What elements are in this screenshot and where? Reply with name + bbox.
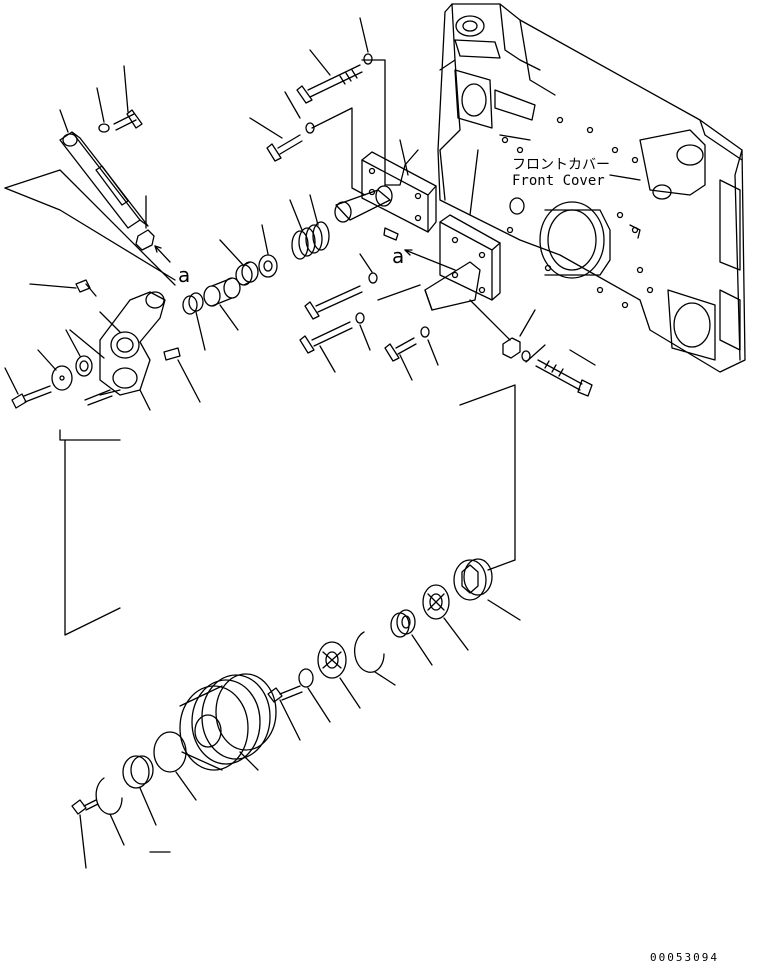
needle-bearing-1 <box>235 261 259 286</box>
adjust-link-plate <box>59 131 149 229</box>
pulley-cap-bolt <box>71 799 99 815</box>
pulley-bearing-1 <box>422 584 450 620</box>
reference-mark-a-2: a <box>178 263 190 287</box>
pulley-thrust-washer <box>298 668 314 688</box>
tension-spring <box>291 221 330 260</box>
front-cover <box>437 3 746 373</box>
front-cover-label-en: Front Cover <box>512 173 605 189</box>
snap-ring-2 <box>95 777 123 815</box>
grease-fitting <box>75 279 97 297</box>
washer-arm <box>98 123 110 133</box>
pulley-hub-nut <box>453 558 493 601</box>
bolt-center-3 <box>384 337 417 362</box>
pulley-bearing-2 <box>317 641 347 679</box>
washer-right <box>521 350 531 362</box>
arm-cover-plate <box>51 365 73 391</box>
drawing-number: 00053094 <box>650 951 719 964</box>
bushing-sleeve <box>203 277 241 307</box>
v-belt-pulley <box>179 673 277 771</box>
pulley-spacer <box>390 609 416 638</box>
bolt-arm <box>113 109 143 131</box>
nut-small <box>135 229 155 251</box>
arm-bolt <box>11 385 52 409</box>
short-bolt-top <box>266 134 303 162</box>
front-cover-leader <box>609 174 641 181</box>
snap-ring-1 <box>354 631 385 673</box>
nut-right <box>502 337 521 359</box>
washer-center-2 <box>355 312 365 324</box>
washer-center-1 <box>368 272 378 284</box>
pulley-o-ring <box>153 731 187 773</box>
pulley-cap <box>122 755 154 789</box>
long-bolt-top <box>296 64 363 104</box>
reference-arrow-1 <box>404 249 456 271</box>
bolt-center-2 <box>299 321 353 354</box>
washer-center-3 <box>420 326 430 338</box>
pulley-center-bolt <box>267 685 303 703</box>
reference-mark-a-1: a <box>392 244 404 268</box>
arm-pin <box>163 347 181 361</box>
bearing-nut-1 <box>258 254 278 278</box>
front-cover-label-jp: フロントカバー <box>512 157 610 173</box>
bolt-center-1 <box>304 285 363 320</box>
washer-top <box>363 53 373 65</box>
idler-support-bracket <box>424 214 501 311</box>
idler-arm <box>84 291 166 406</box>
needle-bearing-2 <box>182 292 204 315</box>
arm-washer <box>75 355 93 377</box>
washer-top-2 <box>305 122 315 134</box>
long-bolt-right <box>535 359 593 397</box>
